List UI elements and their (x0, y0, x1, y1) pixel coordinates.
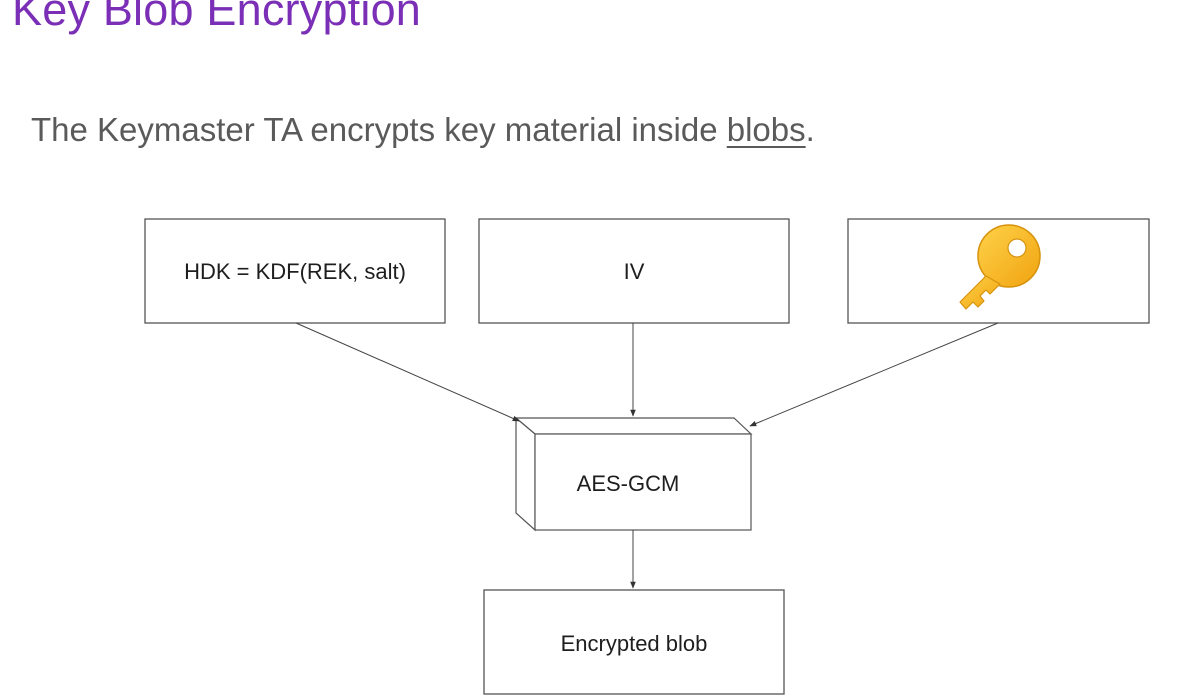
key-icon (959, 224, 1041, 310)
hdk-to-aes-arrow (295, 322, 520, 422)
encrypted-blob-box: Encrypted blob (483, 589, 785, 695)
slide-subtitle: The Keymaster TA encrypts key material i… (31, 111, 815, 149)
subtitle-text: The Keymaster TA encrypts key material i… (31, 111, 727, 148)
subtitle-period: . (805, 111, 815, 148)
iv-box-label: IV (624, 259, 645, 284)
aes-gcm-block: AES-GCM (514, 416, 753, 532)
hdk-box: HDK = KDF(REK, salt) (144, 218, 446, 324)
iv-box: IV (478, 218, 790, 324)
key-to-aes-arrow (749, 322, 999, 427)
hdk-box-label: HDK = KDF(REK, salt) (184, 259, 406, 284)
encrypted-blob-label: Encrypted blob (561, 631, 708, 656)
slide-title: Key Blob Encryption (12, 0, 422, 35)
blobs-link[interactable]: blobs (726, 111, 806, 148)
aes-gcm-label: AES-GCM (577, 471, 680, 496)
key-box (847, 218, 1150, 324)
